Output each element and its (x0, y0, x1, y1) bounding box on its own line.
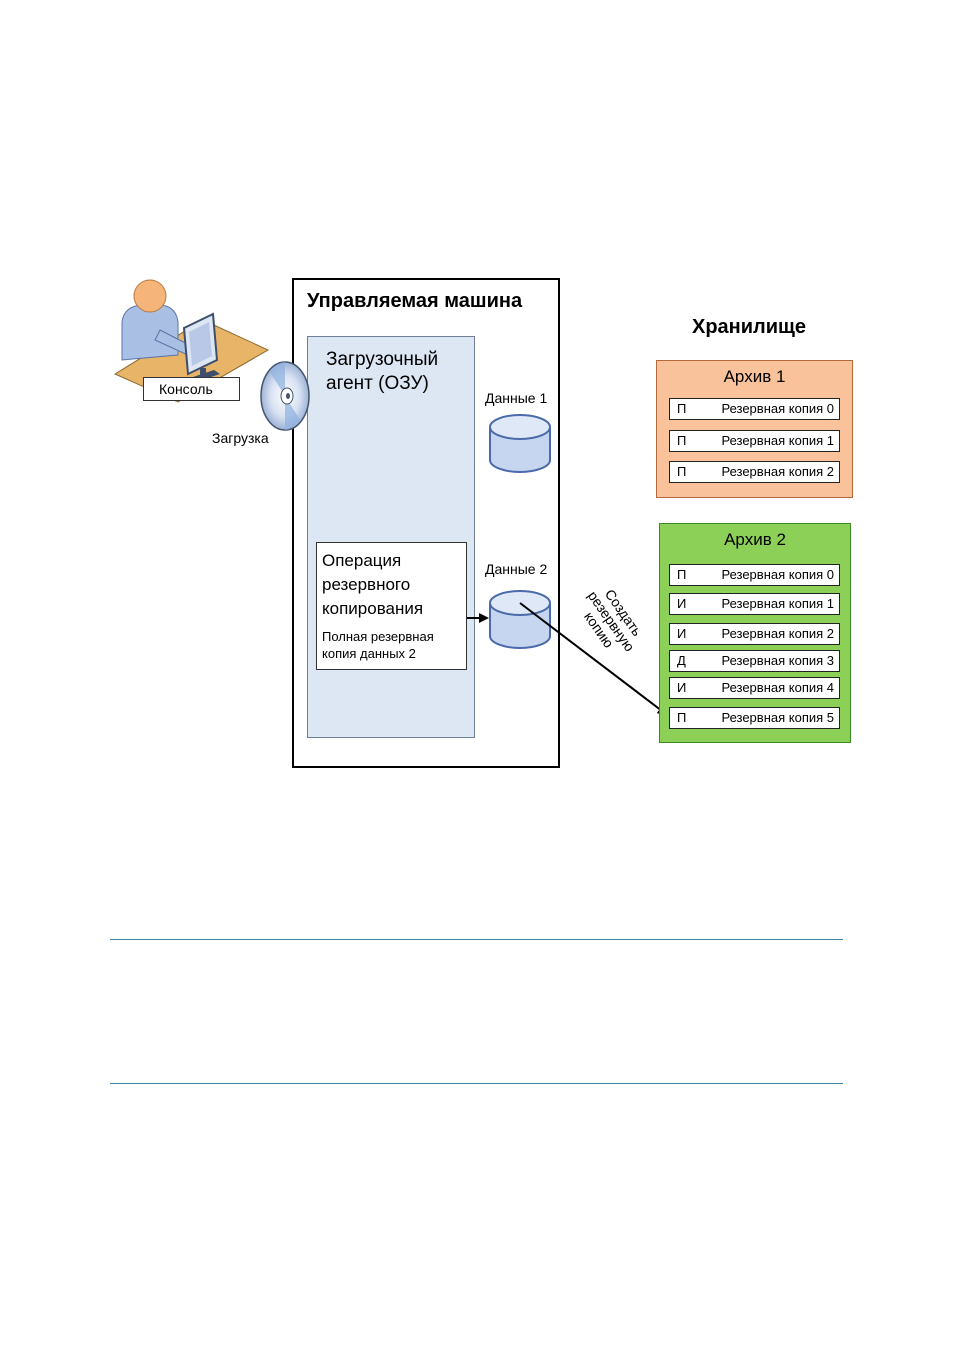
data-1-disk-icon (489, 414, 551, 473)
backup-type: И (677, 596, 687, 611)
backup-name: Резервная копия 2 (721, 464, 834, 479)
backup-type: П (677, 710, 687, 725)
backup-operation-box (316, 542, 467, 670)
backup-name: Резервная копия 3 (721, 653, 834, 668)
backup-type: И (677, 626, 687, 641)
divider-rule (110, 939, 843, 940)
backup-type: Д (677, 653, 686, 668)
boot-agent-panel (307, 336, 475, 738)
archive-title: Архив 1 (723, 367, 786, 386)
backup-row: П Резервная копия 2 (669, 461, 840, 483)
storage-title: Хранилище (692, 316, 807, 338)
backup-row: И Резервная копия 1 (669, 593, 840, 615)
console-label: Консоль (143, 377, 240, 401)
backup-name: Резервная копия 0 (721, 567, 834, 582)
backup-type: И (677, 680, 687, 695)
boot-cd-icon (260, 361, 310, 431)
backup-row: П Резервная копия 5 (669, 707, 840, 729)
backup-row: Д Резервная копия 3 (669, 650, 840, 672)
archive-title: Архив 2 (724, 530, 786, 549)
backup-row: П Резервная копия 0 (669, 398, 840, 420)
backup-type: П (677, 567, 687, 582)
backup-type: П (677, 401, 687, 416)
backup-type: П (677, 464, 687, 479)
archive-2: Архив 2 П Резервная копия 0 И Резервная … (659, 523, 851, 743)
boot-label: Загрузка (212, 430, 269, 446)
backup-row: П Резервная копия 0 (669, 564, 840, 586)
backup-row: И Резервная копия 2 (669, 623, 840, 645)
backup-name: Резервная копия 4 (721, 680, 834, 695)
boot-agent-label: Загрузочный агент (ОЗУ) (326, 349, 439, 394)
backup-operation-title: Операция резервного копирования (322, 551, 424, 618)
backup-name: Резервная копия 1 (721, 433, 834, 448)
divider-rule (110, 1083, 843, 1084)
backup-row: И Резервная копия 4 (669, 677, 840, 699)
backup-name: Резервная копия 5 (721, 710, 834, 725)
create-backup-arrow (519, 602, 668, 716)
archive-1: Архив 1 П Резервная копия 0 П Резервная … (656, 360, 853, 498)
backup-name: Резервная копия 0 (721, 401, 834, 416)
backup-operation-subtitle: Полная резервная копия данных 2 (322, 629, 434, 661)
managed-machine-title: Управляемая машина (307, 290, 523, 312)
data-1-label: Данные 1 (485, 390, 548, 406)
backup-row: П Резервная копия 1 (669, 430, 840, 452)
backup-name: Резервная копия 1 (721, 596, 834, 611)
backup-name: Резервная копия 2 (721, 626, 834, 641)
backup-type: П (677, 433, 687, 448)
data-2-label: Данные 2 (485, 561, 548, 577)
